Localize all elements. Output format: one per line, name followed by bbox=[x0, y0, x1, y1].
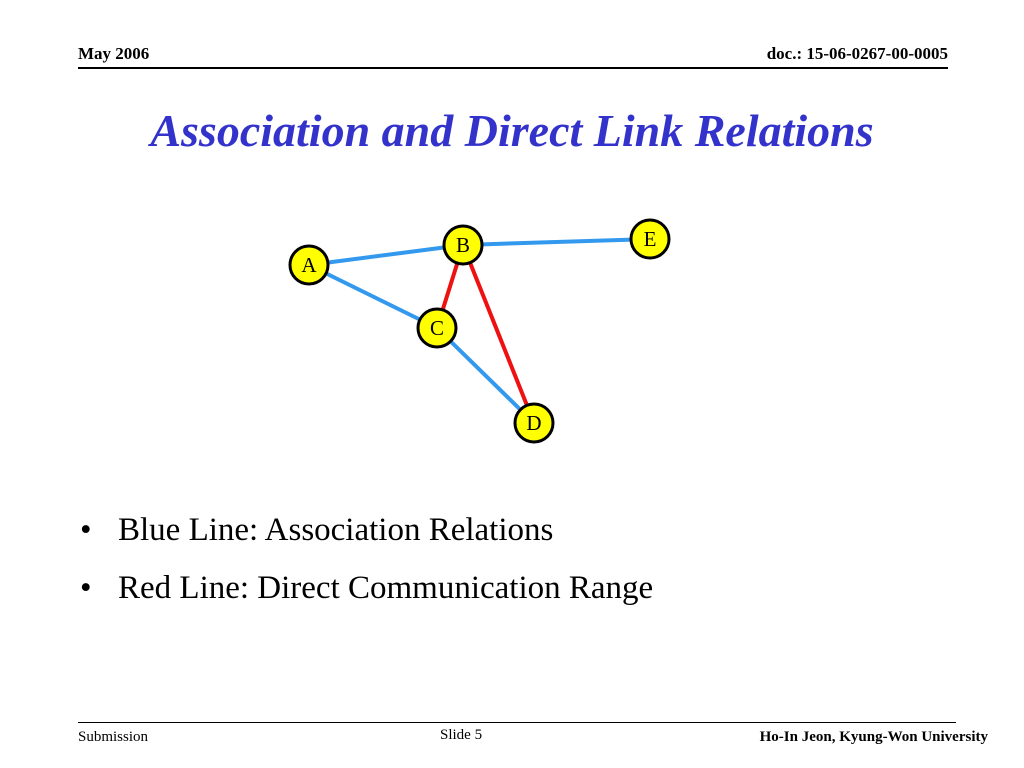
edge-b-d bbox=[461, 244, 536, 424]
header-doc-id: doc.: 15-06-0267-00-0005 bbox=[766, 44, 948, 63]
header-date: May 2006 bbox=[78, 44, 150, 63]
edge-a-c bbox=[308, 263, 438, 330]
node-b: B bbox=[442, 224, 484, 266]
node-label: C bbox=[430, 316, 444, 340]
bullet-item: •Blue Line: Association Relations bbox=[80, 512, 554, 548]
bullet-text: Blue Line: Association Relations bbox=[118, 512, 554, 548]
node-e: E bbox=[629, 218, 671, 260]
slide-title: Association and Direct Link Relations bbox=[150, 105, 874, 156]
node-label: E bbox=[644, 227, 657, 251]
node-d: D bbox=[513, 402, 555, 444]
node-circle bbox=[288, 244, 330, 286]
bullet-text: Red Line: Direct Communication Range bbox=[118, 570, 654, 606]
bullet-list: •Blue Line: Association Relations •Red L… bbox=[80, 512, 653, 628]
node-circle bbox=[513, 402, 555, 444]
edge-b-e bbox=[462, 237, 651, 247]
footer-author: Ho-In Jeon, Kyung-Won University bbox=[759, 729, 988, 745]
node-label: B bbox=[456, 233, 470, 257]
header-rule bbox=[78, 67, 948, 69]
node-c: C bbox=[416, 307, 458, 349]
node-circle bbox=[629, 218, 671, 260]
footer-slide-number: Slide 5 bbox=[440, 727, 483, 743]
node-circle bbox=[416, 307, 458, 349]
node-circle bbox=[442, 224, 484, 266]
edge-a-b bbox=[308, 243, 464, 267]
footer-rule bbox=[78, 722, 956, 723]
edge-c-d bbox=[435, 326, 536, 425]
bullet-item: •Red Line: Direct Communication Range bbox=[80, 570, 654, 606]
node-label: A bbox=[301, 253, 317, 277]
node-label: D bbox=[526, 411, 541, 435]
footer-submission: Submission bbox=[78, 729, 149, 745]
node-a: A bbox=[288, 244, 330, 286]
